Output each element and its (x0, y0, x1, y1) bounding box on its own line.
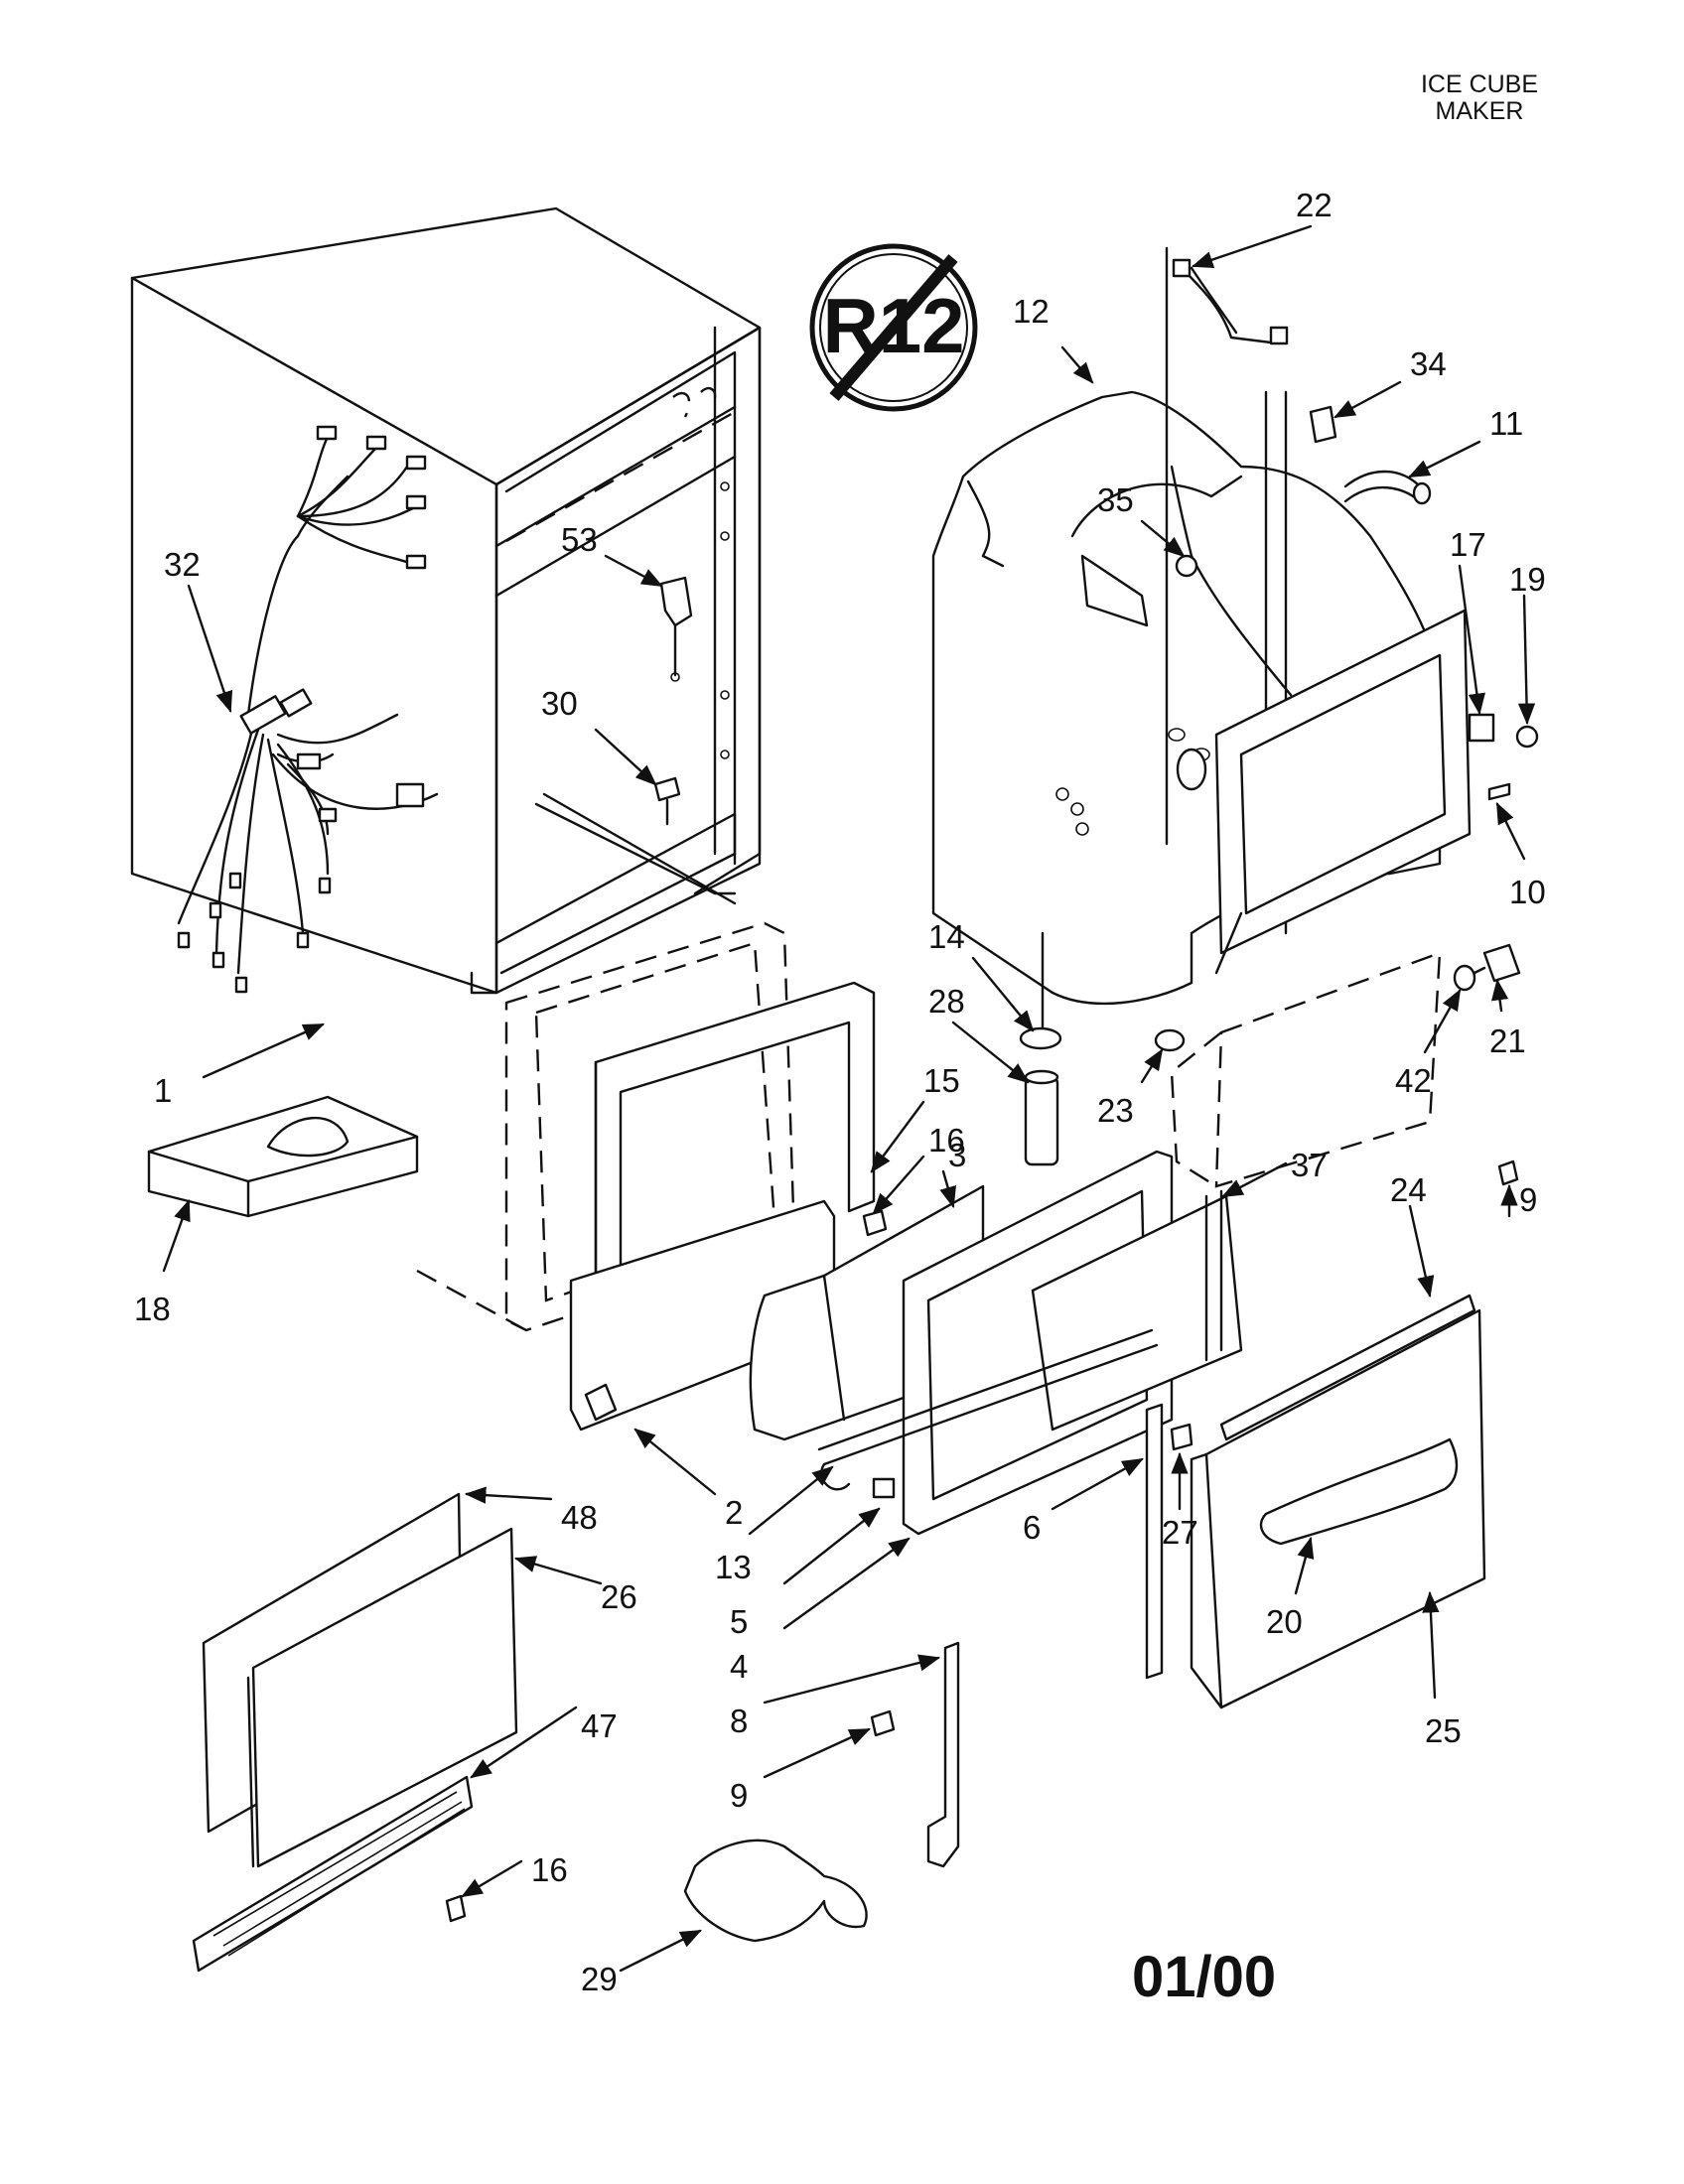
callout-9b: 9 (730, 1777, 748, 1814)
callout-14: 14 (928, 918, 965, 955)
header-line-1: ICE CUBE (1420, 70, 1539, 98)
callout-10: 10 (1509, 874, 1546, 910)
callout-42: 42 (1395, 1062, 1432, 1099)
callout-11: 11 (1489, 405, 1523, 442)
screw-9 (870, 1160, 1519, 1737)
callout-28: 28 (928, 983, 965, 1020)
callout-47: 47 (581, 1707, 618, 1744)
callout-4: 4 (730, 1648, 748, 1685)
clamp-17 (1468, 713, 1495, 743)
screw-30 (653, 776, 681, 826)
screw-34 (1309, 405, 1337, 444)
leader-lines (162, 224, 1536, 1973)
callout-21: 21 (1489, 1023, 1526, 1059)
evaporator-housing (931, 390, 1472, 1006)
callout-5: 5 (730, 1603, 748, 1640)
callout-24: 24 (1390, 1171, 1427, 1208)
cabinet (130, 206, 762, 995)
washer-42 (1453, 964, 1476, 992)
callout-23: 23 (1097, 1092, 1134, 1129)
ice-scoop-29 (683, 1839, 868, 1943)
wiring-harness (177, 425, 439, 994)
callout-3: 3 (948, 1137, 966, 1173)
plug-23 (1154, 1028, 1186, 1052)
callout-16b: 16 (531, 1851, 568, 1888)
clip-53 (659, 576, 693, 682)
handle-20 (1259, 1437, 1459, 1546)
screw-16b (445, 1894, 467, 1923)
callout-labels: 22 12 34 11 35 32 53 17 19 30 10 14 28 1… (134, 187, 1546, 1997)
callout-29: 29 (581, 1961, 618, 1997)
callout-15: 15 (923, 1062, 960, 1099)
callout-25: 25 (1425, 1712, 1462, 1749)
callout-53: 53 (561, 521, 598, 558)
grille-47 (192, 1775, 474, 1973)
callout-35: 35 (1097, 481, 1134, 518)
callout-12: 12 (1013, 293, 1050, 330)
bracket-8 (926, 1641, 960, 1868)
heater-13 (817, 1328, 1159, 1499)
hose-11 (1343, 470, 1432, 505)
front-panel-26 (246, 1527, 518, 1868)
nut-19 (1515, 725, 1539, 749)
callout-8: 8 (730, 1703, 748, 1739)
nut-35 (1175, 554, 1198, 578)
callout-37: 37 (1291, 1147, 1328, 1183)
callout-48: 48 (561, 1499, 598, 1536)
callout-19: 19 (1509, 561, 1546, 598)
callout-13: 13 (715, 1549, 752, 1585)
callout-27: 27 (1162, 1514, 1198, 1551)
bracket-10 (1487, 782, 1511, 801)
door-frame-4 (902, 1150, 1174, 1536)
callout-1: 1 (154, 1072, 172, 1109)
callout-34: 34 (1410, 345, 1447, 382)
callout-9a: 9 (1519, 1181, 1537, 1218)
screw-27 (1170, 1423, 1193, 1451)
callout-18: 18 (134, 1291, 171, 1327)
callout-26: 26 (601, 1578, 637, 1615)
hinge-6 (1145, 1403, 1164, 1680)
callout-17: 17 (1450, 526, 1486, 563)
callout-16a: 16 (928, 1122, 965, 1159)
trim-24 (1219, 1294, 1476, 1441)
diagram-header: ICE CUBE MAKER (1380, 71, 1579, 125)
callout-6: 6 (1023, 1509, 1041, 1546)
insulation-block-18 (147, 1095, 419, 1218)
header-line-2: MAKER (1435, 97, 1524, 125)
no-r12-refrigerant-icon: R12 (809, 243, 978, 412)
drain-fitting (1019, 931, 1062, 1166)
callout-2: 2 (725, 1494, 743, 1531)
callout-32: 32 (164, 546, 201, 583)
date-code: 01/00 (1132, 1945, 1277, 2009)
callout-30: 30 (541, 685, 578, 722)
callout-22: 22 (1296, 187, 1333, 223)
screw-16a (862, 1209, 888, 1237)
callout-20: 20 (1266, 1603, 1303, 1640)
